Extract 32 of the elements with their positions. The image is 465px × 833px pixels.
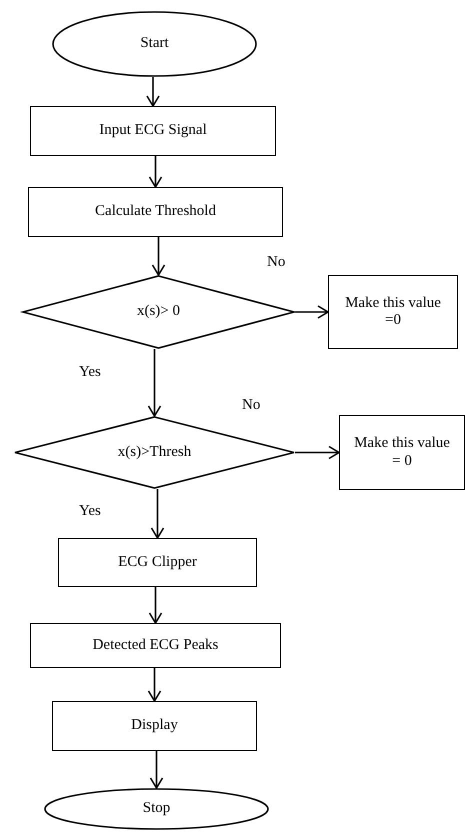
- node-label: Detected ECG Peaks: [92, 636, 218, 654]
- node-label: Display: [131, 717, 178, 735]
- arrow: [295, 446, 340, 460]
- arrow: [146, 77, 160, 107]
- arrow: [150, 489, 164, 539]
- process-box: [28, 187, 283, 237]
- process-box: [328, 275, 458, 349]
- arrow: [148, 156, 162, 188]
- node-label: ECG Clipper: [118, 554, 197, 572]
- process-box: [30, 106, 276, 156]
- node-label: Stop: [142, 800, 170, 818]
- arrow: [150, 751, 164, 789]
- node-label: Input ECG Signal: [99, 122, 207, 140]
- arrow: [295, 305, 329, 319]
- decision-diamond: [22, 275, 295, 349]
- node-label: x(s)> 0: [136, 303, 180, 321]
- decision-diamond: [14, 416, 295, 489]
- arrow: [148, 668, 162, 702]
- terminal-ellipse: [52, 11, 257, 77]
- arrow: [148, 587, 162, 624]
- terminal-ellipse: [44, 788, 269, 830]
- process-box: [52, 701, 257, 751]
- process-box: [339, 415, 465, 490]
- arrow: [152, 237, 166, 276]
- process-box: [58, 538, 257, 587]
- arrow: [148, 349, 162, 417]
- node-label: Make this value =0: [345, 294, 441, 330]
- node-label: Start: [140, 35, 169, 53]
- node-label: Calculate Threshold: [95, 203, 216, 221]
- node-label: Make this value = 0: [354, 435, 450, 470]
- node-label: x(s)>Thresh: [118, 444, 192, 462]
- process-box: [30, 623, 281, 668]
